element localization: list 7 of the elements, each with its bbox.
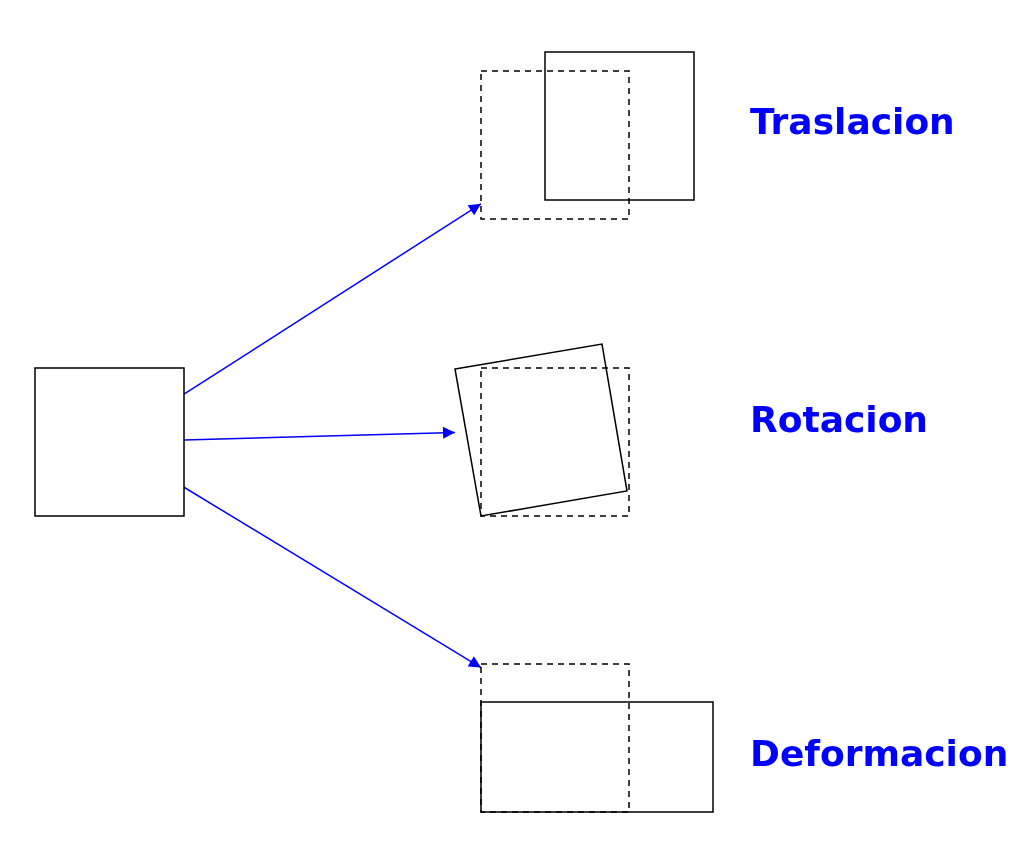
arrow bbox=[183, 486, 482, 669]
transform-label: Deformacion bbox=[750, 736, 1009, 772]
square-drawing bbox=[35, 368, 184, 516]
arrow bbox=[183, 203, 482, 395]
transform-label: Traslacion bbox=[750, 104, 955, 140]
arrow bbox=[183, 426, 456, 441]
transform-label: Rotacion bbox=[750, 402, 928, 438]
